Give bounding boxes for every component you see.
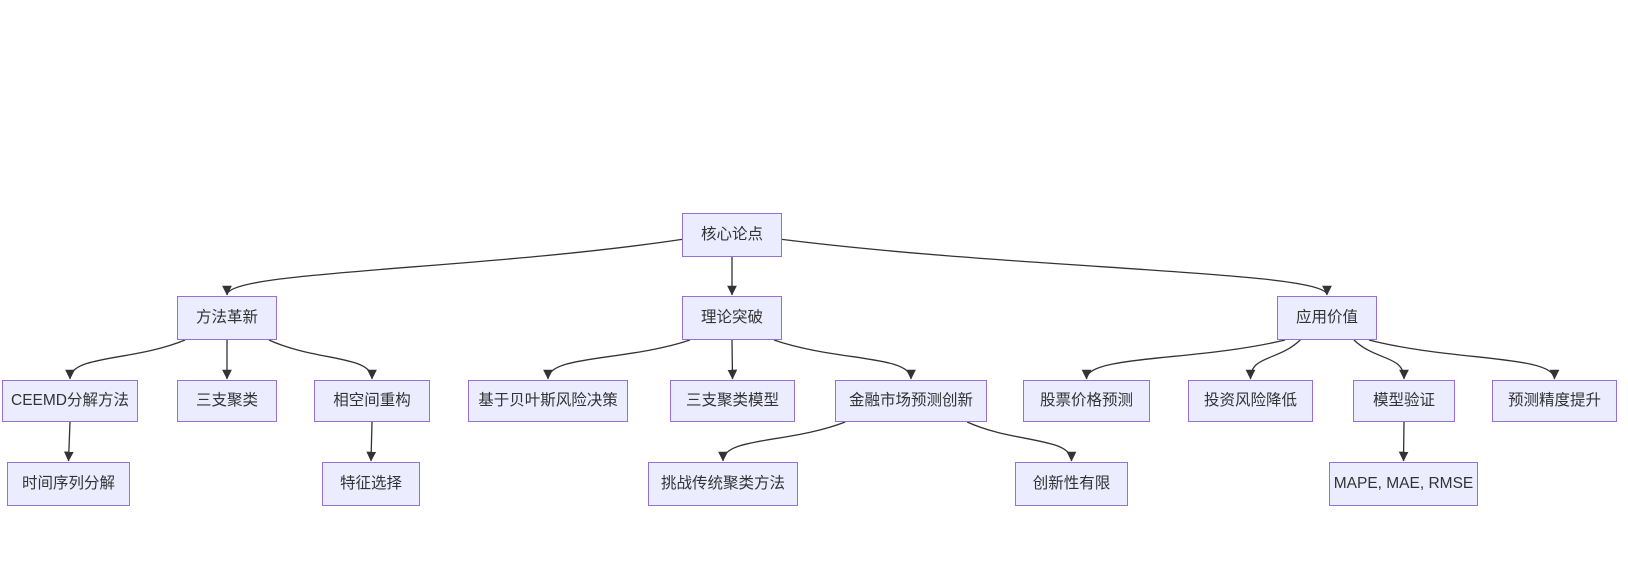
node-label: 股票价格预测 [1039,392,1133,410]
edge-theory-to-twcmodel [727,339,738,380]
node-label: 预测精度提升 [1507,392,1601,410]
node-label: 时间序列分解 [21,475,115,493]
diagram-node-metrics: MAPE, MAE, RMSE [1329,462,1478,506]
diagram-node-risk: 投资风险降低 [1188,380,1313,422]
node-label: 应用价值 [1295,309,1358,327]
diagram-node-fininnov: 金融市场预测创新 [835,380,987,422]
node-label: 三支聚类 [195,392,258,410]
edge-fininnov-to-limited [966,421,1077,462]
diagram-node-phase: 相空间重构 [314,380,430,422]
edge-value-to-accuracy [1368,339,1560,380]
diagram-node-accuracy: 预测精度提升 [1492,380,1617,422]
diagram-node-core: 核心论点 [682,213,782,257]
node-label: 核心论点 [700,226,763,244]
node-label: MAPE, MAE, RMSE [1333,475,1474,493]
node-label: 创新性有限 [1032,475,1111,493]
node-label: 相空间重构 [333,392,411,410]
diagram-node-ceemd: CEEMD分解方法 [2,380,138,422]
diagram-node-stock: 股票价格预测 [1023,380,1150,422]
diagram-node-value: 应用价值 [1277,296,1377,340]
diagram-node-twc: 三支聚类 [177,380,277,422]
diagram-node-limited: 创新性有限 [1015,462,1128,506]
edge-core-to-value [781,238,1332,296]
node-label: 方法革新 [195,309,258,327]
edge-phase-to-feature [366,421,377,462]
node-label: 理论突破 [700,309,763,327]
edge-value-to-stock [1081,339,1286,380]
diagram-node-feature: 特征选择 [322,462,420,506]
node-label: 投资风险降低 [1203,392,1297,410]
node-label: 挑战传统聚类方法 [660,475,785,493]
edge-value-to-validation [1353,339,1409,380]
diagram-node-tsdecomp: 时间序列分解 [7,462,130,506]
edge-method-to-phase [268,339,377,380]
diagram-node-challenge: 挑战传统聚类方法 [648,462,798,506]
node-label: 模型验证 [1372,392,1435,410]
edge-validation-to-metrics [1398,421,1409,462]
node-label: 金融市场预测创新 [848,392,973,410]
edge-theory-to-bayes [543,339,691,380]
diagram-node-bayes: 基于贝叶斯风险决策 [468,380,628,422]
node-label: 三支聚类模型 [685,392,779,410]
edge-method-to-ceemd [65,339,186,380]
diagram-node-validation: 模型验证 [1353,380,1455,422]
node-label: 基于贝叶斯风险决策 [478,392,618,410]
edge-fininnov-to-challenge [718,421,846,462]
edge-ceemd-to-tsdecomp [63,421,74,462]
edge-theory-to-fininnov [773,339,916,380]
node-label: CEEMD分解方法 [11,392,129,410]
edge-core-to-method [222,238,683,296]
diagram-node-theory: 理论突破 [682,296,782,340]
edge-value-to-risk [1245,339,1301,380]
node-label: 特征选择 [339,475,402,493]
diagram-node-method: 方法革新 [177,296,277,340]
diagram-node-twcmodel: 三支聚类模型 [670,380,795,422]
